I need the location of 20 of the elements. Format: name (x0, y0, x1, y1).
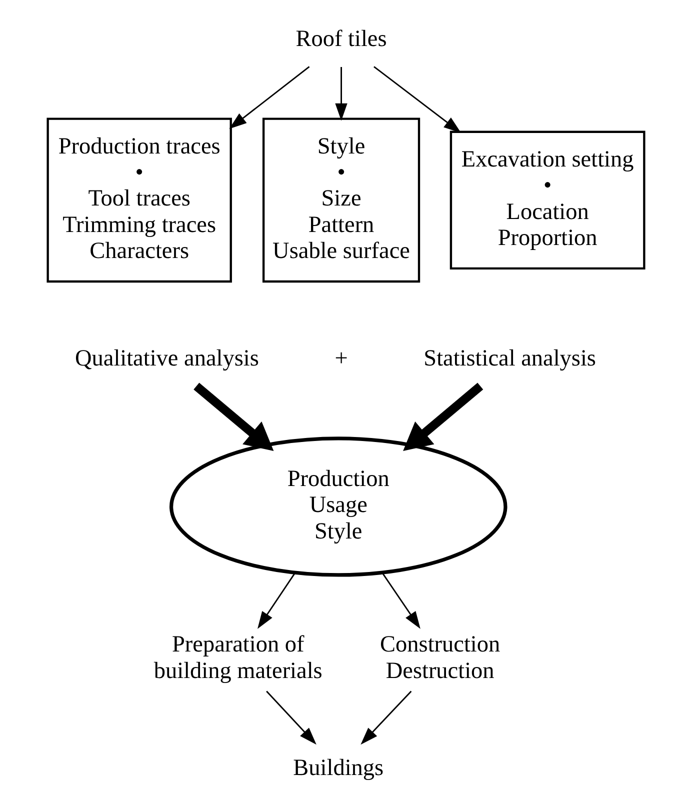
node-text: Construction Destruction (380, 632, 500, 684)
arrow (402, 382, 483, 451)
node-text: Roof tiles (295, 26, 386, 52)
arrow (373, 66, 461, 133)
node-text: Buildings (292, 755, 384, 782)
arrow (381, 572, 420, 629)
arrow (266, 690, 316, 745)
node-box: Excavation setting • Location Proportion (449, 130, 645, 270)
arrow (334, 67, 347, 121)
node-box: Production traces • Tool traces Trimming traces Characters (46, 118, 232, 283)
arrow (228, 66, 310, 129)
label: + (334, 345, 348, 372)
arrow (360, 690, 412, 745)
node-ellipse: Production Usage Style (168, 436, 507, 577)
arrow (257, 572, 296, 629)
node-box: Style • Size Pattern Usable surface (262, 118, 420, 283)
arrow (193, 382, 274, 451)
node-text: Qualitative analysis (74, 345, 258, 372)
node-text: Preparation of building materials (153, 632, 322, 684)
node-text: Statistical analysis (423, 345, 596, 372)
